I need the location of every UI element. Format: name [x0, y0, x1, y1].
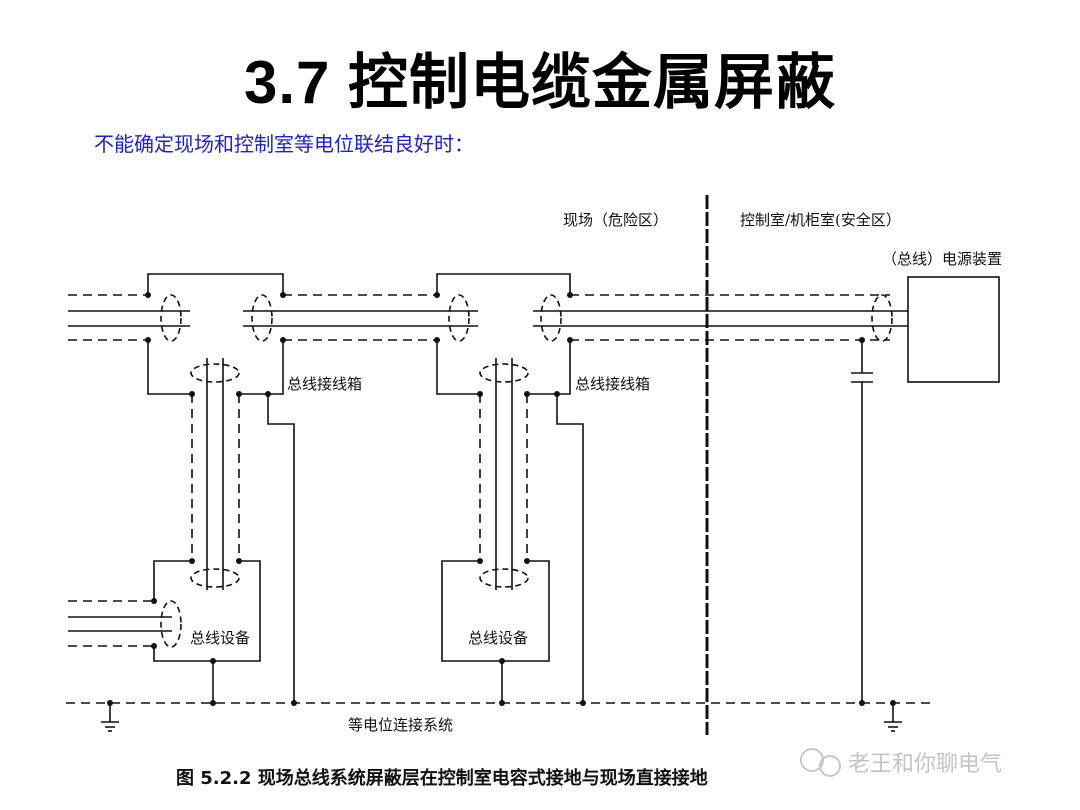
slide-subtitle: 不能确定现场和控制室等电位联结良好时： [94, 132, 474, 156]
branch-cable-2 [479, 358, 529, 590]
junction-box-2-label: 总线接线箱 [575, 375, 650, 393]
slide-title: 3.7 控制电缆金属屏蔽 [243, 49, 837, 116]
branch-cable-1 [190, 358, 240, 590]
bus-device-2-label: 总线设备 [468, 629, 528, 647]
figure-caption: 图 5.2.2 现场总线系统屏蔽层在控制室电容式接地与现场直接接地 [176, 767, 708, 789]
ground-icon [884, 703, 902, 732]
bus-device-1-label: 总线设备 [190, 629, 250, 647]
bus-device-1 [68, 558, 261, 703]
zone-label-field: 现场（危险区） [563, 211, 668, 229]
main-bus-cable [68, 294, 908, 341]
bus-device-2 [441, 558, 550, 703]
equipotential-label: 等电位连接系统 [348, 716, 453, 734]
power-supply-label: （总线）电源装置 [882, 250, 1002, 268]
capacitor-ground [851, 337, 873, 703]
shield-end-icon [540, 294, 562, 342]
equipotential-bonding-line [66, 700, 930, 706]
shield-end-icon [160, 294, 182, 342]
ground-icon [101, 703, 119, 732]
shield-end-icon [448, 294, 470, 342]
shield-end-icon [871, 294, 893, 342]
junction-box-1 [145, 273, 295, 703]
junction-box-1-label: 总线接线箱 [287, 375, 362, 393]
junction-box-2 [434, 273, 584, 703]
watermark-text: 老王和你聊电气 [848, 752, 1002, 777]
zone-label-control: 控制室/机柜室(安全区） [740, 211, 901, 229]
wechat-watermark-icon [800, 748, 841, 777]
power-supply-box [907, 276, 1000, 383]
shield-end-icon [251, 294, 273, 342]
